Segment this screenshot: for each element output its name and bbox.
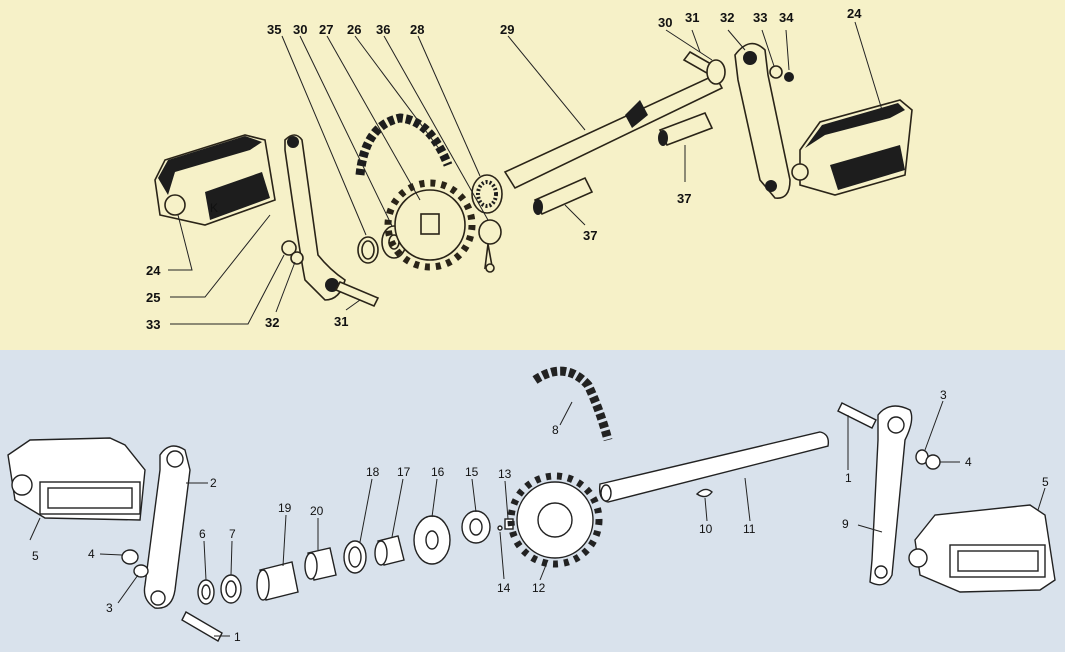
ring-part-18 [343,540,367,574]
callout-6: 6 [199,527,206,541]
bushing-part-19 [256,561,299,601]
left-pedal-part-24: K [154,134,276,226]
nut-washer-part-32-33-left [281,240,304,265]
bearing-part-28 [471,174,503,214]
top-exploded-view-panel: K [0,0,1065,350]
callout-27: 27 [319,22,333,37]
bottom-crankset-diagram: 8 2 4 5 3 6 7 1 19 20 18 17 16 15 13 14 … [7,366,1056,644]
callout-17: 17 [397,465,411,479]
pin-part-14 [497,525,503,531]
washer-nut-part-33-34-right [769,65,794,82]
callout-32-left: 32 [265,315,279,330]
cotter-pin-part-1-right [837,402,877,429]
cotter-pin-part-31-left [334,280,380,308]
callout-4-right: 4 [965,455,972,469]
callout-33-right: 33 [753,10,767,25]
callout-30: 30 [293,22,307,37]
callout-36: 36 [376,22,390,37]
nut-part-15 [461,510,491,544]
callout-11: 11 [743,522,756,536]
callout-37-left: 37 [583,228,597,243]
bushing-part-37-right [658,111,714,147]
callout-3-left: 3 [106,601,113,615]
callout-8: 8 [552,423,559,437]
washer-part-3-left [133,564,149,578]
axle-part-11 [598,431,830,503]
left-crank-arm-part-2 [143,445,191,609]
callout-30-right: 30 [658,15,672,30]
left-crank-arm-part-25 [284,134,346,301]
cotter-pin-part-1-left [181,611,223,642]
washer-part-16 [413,515,451,565]
callout-5-right: 5 [1042,475,1049,489]
callout-35: 35 [267,22,281,37]
callout-33-left: 33 [146,317,160,332]
washer-part-30-right [706,59,726,85]
callout-24-right: 24 [847,6,862,21]
callout-24-left: 24 [146,263,161,278]
callout-13: 13 [498,467,512,481]
cup-part-20 [304,547,337,581]
callout-19: 19 [278,501,292,515]
left-pedal-part-5 [7,437,146,521]
clip-part-36 [478,219,502,273]
bottom-callouts: 8 2 4 5 3 6 7 1 19 20 18 17 16 15 13 14 … [32,388,1049,644]
callout-1-right: 1 [845,471,852,485]
washer-part-6 [197,579,215,605]
callout-2: 2 [210,476,217,490]
callout-29: 29 [500,22,514,37]
right-pedal-part-24 [791,99,913,196]
washer-part-35 [357,236,379,264]
callout-28: 28 [410,22,424,37]
top-crankset-diagram: K [146,6,913,332]
axle-part-29 [503,73,724,190]
callout-7: 7 [229,527,236,541]
callout-4-left: 4 [88,547,95,561]
washer-part-7 [220,574,242,604]
pedal-marking-label: K [210,201,218,215]
callout-20: 20 [310,504,324,518]
right-crank-arm [734,42,791,199]
callout-5-left: 5 [32,549,39,563]
chain-part-8 [532,366,613,442]
sprocket-part-27 [384,179,476,271]
callout-12: 12 [532,581,546,595]
callout-16: 16 [431,465,445,479]
callout-15: 15 [465,465,479,479]
bottom-exploded-view-panel: 8 2 4 5 3 6 7 1 19 20 18 17 16 15 13 14 … [0,350,1065,652]
callout-3-right: 3 [940,388,947,402]
right-crank-arm-part-9 [869,405,913,586]
callout-18: 18 [366,465,380,479]
callout-31-left: 31 [334,314,348,329]
callout-1-left: 1 [234,630,241,644]
callout-25: 25 [146,290,160,305]
top-leader-lines [168,21,883,325]
cone-part-17 [374,535,405,566]
callout-10: 10 [699,522,713,536]
callout-34: 34 [779,10,794,25]
callout-14: 14 [497,581,511,595]
chain-part-26 [355,113,453,176]
callout-26: 26 [347,22,361,37]
nut-part-4-left [121,549,139,565]
callout-32-right: 32 [720,10,734,25]
sprocket-part-12 [507,472,603,568]
bushing-part-37-left [533,176,594,216]
key-part-10 [695,488,713,498]
nut-part-4-right [925,454,941,470]
callout-9: 9 [842,517,849,531]
top-callouts: 35 30 27 26 36 28 29 30 31 32 33 34 24 3… [146,6,862,332]
bottom-leader-lines [29,400,1046,637]
right-pedal-part-5 [908,504,1056,593]
callout-37-right: 37 [677,191,691,206]
callout-31-right: 31 [685,10,699,25]
